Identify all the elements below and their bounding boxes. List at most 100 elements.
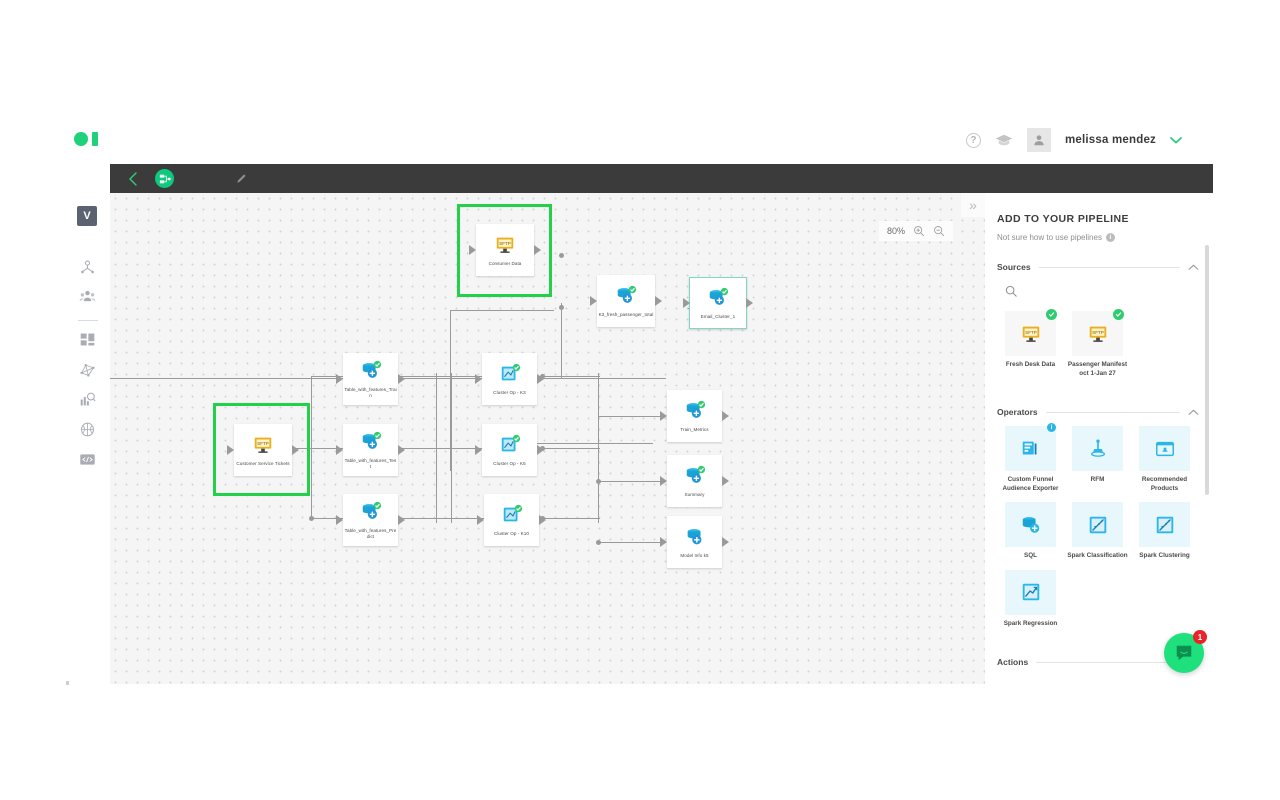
node-input-port[interactable] (336, 515, 343, 525)
node-icon (499, 434, 521, 456)
workspace-badge[interactable]: V (77, 206, 97, 226)
pipeline-node-table-features-test[interactable]: Table_with_features_Test (336, 424, 405, 476)
search-icon[interactable] (1005, 285, 1017, 297)
panel-card[interactable]: Spark Clustering (1131, 502, 1198, 561)
panel-section-header-sources[interactable]: Sources (997, 262, 1199, 272)
node-output-port[interactable] (398, 445, 405, 455)
node-input-port[interactable] (660, 476, 667, 486)
pipeline-node-cluster-op-k10[interactable]: Cluster Op - K10 (477, 494, 546, 546)
graduation-cap-icon[interactable] (995, 133, 1013, 147)
node-output-port[interactable] (537, 374, 544, 384)
node-output-port[interactable] (722, 411, 729, 421)
brand-bar (0, 118, 1280, 164)
node-input-port[interactable] (469, 245, 476, 255)
sidebar-item-audience[interactable] (79, 258, 96, 275)
panel-card[interactable]: SQL (997, 502, 1064, 561)
panel-section-header-operators[interactable]: Operators (997, 407, 1199, 417)
cluster-op-icon (501, 363, 520, 381)
pipeline-node-model-info-k5[interactable]: Model Info k5 (660, 516, 729, 568)
chevron-up-icon[interactable] (1188, 409, 1199, 416)
chat-widget-button[interactable]: 1 (1164, 630, 1207, 673)
panel-scrollbar[interactable] (1205, 245, 1209, 495)
node-output-port[interactable] (534, 245, 541, 255)
node-output-port[interactable] (746, 298, 753, 308)
pencil-icon[interactable] (235, 172, 248, 185)
edge-junction (596, 540, 601, 545)
sidebar-item-code[interactable] (79, 451, 96, 468)
header-actions: ? melissa mendez (965, 128, 1182, 152)
node-output-port[interactable] (398, 515, 405, 525)
zoom-in-icon[interactable] (913, 225, 925, 237)
pipeline-node-train-metrics[interactable]: Train_Metrics (660, 390, 729, 442)
app-logo[interactable] (74, 132, 98, 146)
node-input-port[interactable] (336, 445, 343, 455)
pipeline-node-summary[interactable]: Summary (660, 455, 729, 507)
panel-card[interactable]: Recommended Products (1131, 426, 1198, 493)
panel-card-label: Spark Classification (1067, 552, 1128, 559)
pipeline-canvas[interactable]: » 80% (110, 193, 985, 684)
pipeline-node-cluster-op-k5[interactable]: Cluster Op - K5 (475, 424, 544, 476)
node-output-port[interactable] (539, 515, 546, 525)
node-input-port[interactable] (477, 515, 484, 525)
edge-junction (559, 253, 564, 258)
node-input-port[interactable] (683, 298, 690, 308)
chat-bubble-icon (1176, 645, 1192, 661)
page-corner-mark (66, 681, 69, 685)
pipeline-icon[interactable] (155, 169, 174, 188)
node-output-port[interactable] (398, 374, 405, 384)
username-label: melissa mendez (1064, 134, 1156, 146)
pipeline-node-table-features-pred[interactable]: Table_with_features_Predict (336, 494, 405, 546)
dataset-check-icon (686, 465, 705, 483)
node-output-port[interactable] (722, 537, 729, 547)
node-output-port[interactable] (537, 445, 544, 455)
node-input-port[interactable] (227, 445, 234, 455)
edge (311, 376, 313, 518)
node-input-port[interactable] (590, 296, 597, 306)
panel-card[interactable]: Spark Classification (1064, 502, 1131, 561)
node-input-port[interactable] (660, 537, 667, 547)
info-badge-icon[interactable]: i (1047, 423, 1056, 432)
sidebar-item-ai[interactable] (79, 421, 96, 438)
pipeline-node-k3-fresh-passenger[interactable]: K3_fresh_passenger_total (590, 275, 662, 327)
pipeline-node-email-cluster-1[interactable]: Email_Cluster_1 (683, 277, 753, 329)
chevron-left-icon[interactable] (128, 171, 138, 186)
node-input-port[interactable] (475, 374, 482, 384)
selection-highlight (457, 204, 552, 297)
sftp-monitor-icon: SFTP (1022, 326, 1039, 342)
chevron-double-right-icon[interactable]: » (961, 193, 985, 217)
node-input-port[interactable] (475, 445, 482, 455)
edge-junction (559, 305, 564, 310)
question-circle-icon[interactable]: ? (965, 132, 981, 148)
rail-divider (78, 320, 98, 321)
panel-card[interactable]: Spark Regression (997, 569, 1064, 629)
sidebar-item-pipelines[interactable] (79, 361, 96, 378)
sidebar-item-analytics[interactable] (79, 391, 96, 408)
trend-chart-icon (1022, 583, 1039, 601)
zoom-out-icon[interactable] (933, 225, 945, 237)
panel-card-label: Spark Clustering (1139, 552, 1190, 559)
pipeline-node-table-features-train[interactable]: Table_with_features_Train (336, 353, 405, 405)
node-input-port[interactable] (660, 411, 667, 421)
node-output-port[interactable] (292, 445, 299, 455)
node-output-port[interactable] (722, 476, 729, 486)
panel-search-row[interactable] (997, 284, 1199, 302)
chevron-down-icon[interactable] (1170, 136, 1182, 144)
node-label: Table_with_features_Predict (344, 527, 397, 539)
sidebar-item-dashboard[interactable] (79, 331, 96, 348)
sidebar-item-segments[interactable] (79, 288, 96, 305)
node-input-port[interactable] (336, 374, 343, 384)
chevron-up-icon[interactable] (1188, 264, 1199, 271)
pipeline-node-cluster-op-k3[interactable]: Cluster Op - K3 (475, 353, 544, 405)
node-icon (615, 285, 637, 307)
node-output-port[interactable] (655, 296, 662, 306)
panel-card[interactable]: RFM (1064, 426, 1131, 493)
zoom-controls: 80% (878, 221, 953, 241)
avatar[interactable] (1026, 128, 1051, 152)
info-circle-icon[interactable]: i (1105, 233, 1115, 242)
